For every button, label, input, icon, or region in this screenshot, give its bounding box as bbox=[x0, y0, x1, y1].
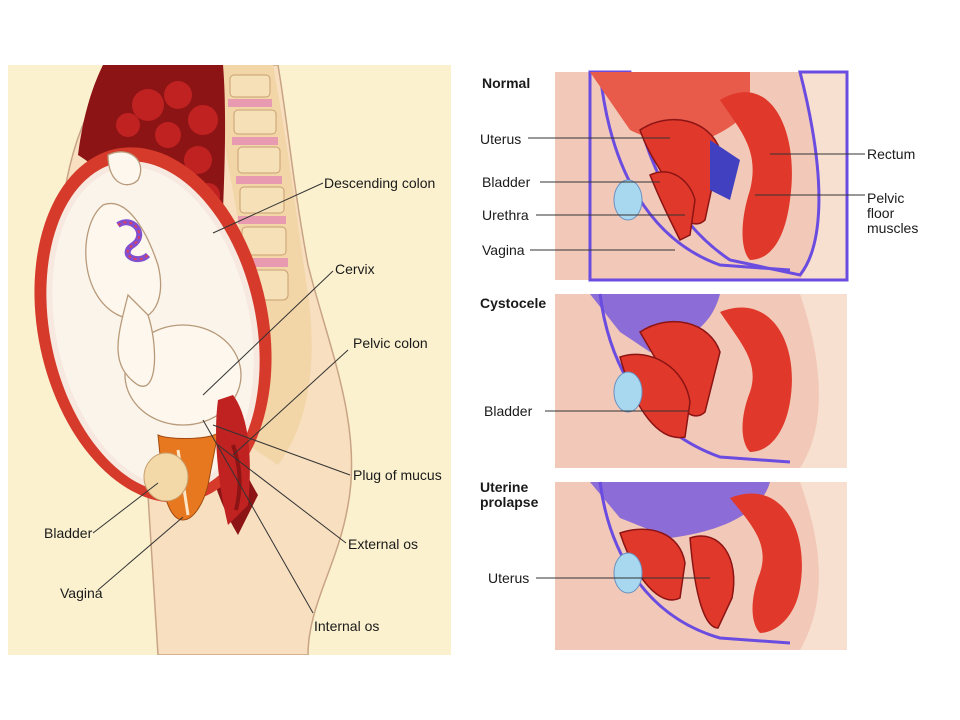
normal-label-pelvic-floor-muscles: Pelvic floor muscles bbox=[867, 191, 935, 236]
normal-label-rectum: Rectum bbox=[867, 146, 915, 162]
normal-label-bladder: Bladder bbox=[482, 174, 530, 190]
uterine-prolapse-label-uterus: Uterus bbox=[488, 570, 529, 586]
label-cervix: Cervix bbox=[335, 261, 375, 277]
label-pelvic-colon: Pelvic colon bbox=[353, 335, 428, 351]
pregnancy-cross-section-panel: Descending colon Cervix Pelvic colon Plu… bbox=[8, 65, 451, 655]
normal-pelvis-illustration bbox=[470, 70, 960, 285]
label-bladder: Bladder bbox=[44, 525, 92, 541]
label-descending-colon: Descending colon bbox=[324, 175, 435, 191]
normal-label-vagina: Vagina bbox=[482, 242, 525, 258]
cystocele-pelvis-illustration bbox=[470, 292, 960, 472]
normal-label-urethra: Urethra bbox=[482, 207, 529, 223]
normal-label-uterus: Uterus bbox=[480, 131, 521, 147]
normal-diagram: Normal Uterus Bladder Urethra Vagina Rec… bbox=[470, 70, 960, 285]
label-external-os: External os bbox=[348, 536, 418, 552]
uterine-prolapse-title: Uterine prolapse bbox=[480, 480, 550, 510]
label-plug-of-mucus: Plug of mucus bbox=[353, 467, 442, 483]
normal-title: Normal bbox=[482, 75, 530, 91]
pregnancy-cross-section-illustration bbox=[8, 65, 451, 655]
cystocele-title: Cystocele bbox=[480, 295, 546, 311]
cystocele-diagram: Cystocele Bladder bbox=[470, 292, 960, 472]
label-internal-os: Internal os bbox=[314, 618, 379, 634]
cystocele-label-bladder: Bladder bbox=[484, 403, 532, 419]
label-vagina: Vagina bbox=[60, 585, 103, 601]
uterine-prolapse-diagram: Uterine prolapse Uterus bbox=[470, 478, 960, 654]
